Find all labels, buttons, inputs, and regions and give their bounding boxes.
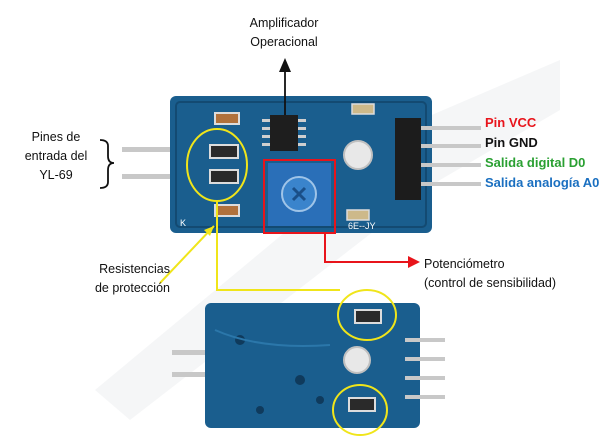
led-2 (346, 209, 370, 221)
smd-resistor-1 (209, 144, 239, 159)
mounting-hole-top (343, 140, 373, 170)
smd-component-top-left (214, 112, 240, 125)
mounting-hole-bottom (343, 346, 371, 374)
resistors-label-line-1: Resistencias (99, 262, 170, 276)
pin-label-vcc: Pin VCC (485, 115, 537, 130)
potentiometer-arrow-line (324, 233, 410, 263)
input-pins-label-line-3: YL-69 (39, 168, 73, 182)
amplifier-label-line-1: Amplificador (249, 16, 319, 30)
board-corner-mark: K (180, 218, 186, 228)
resistors-label: Resistencias de protección (88, 260, 170, 298)
input-pins-label-line-1: Pines de (31, 130, 81, 144)
input-pins-label-line-2: entrada del (24, 149, 88, 163)
top-board: 6E--JY K (122, 96, 481, 233)
amplifier-label: Amplificador Operacional (236, 14, 332, 52)
potentiometer-arrowhead (408, 256, 420, 268)
op-amp-chip (270, 115, 298, 151)
input-pins-bracket (99, 139, 115, 189)
led-1 (351, 103, 375, 115)
pin-label-a0: Salida analogía A0 (485, 175, 600, 190)
bottom-input-pin-2 (172, 372, 212, 377)
highlight-bottom-resistor-1 (337, 289, 397, 341)
bottom-board (172, 303, 445, 428)
bottom-input-pin-1 (172, 350, 212, 355)
input-pins-label: Pines de entrada del YL-69 (14, 128, 98, 185)
potentiometer-highlight (263, 159, 336, 234)
input-pin-1 (122, 147, 190, 152)
potentiometer-label: Potenciómetro (control de sensibilidad) (424, 255, 556, 293)
pin-label-gnd: Pin GND (485, 135, 538, 150)
amplifier-label-line-2: Operacional (250, 35, 318, 49)
board-silk-text: 6E--JY (348, 221, 376, 231)
bottom-pcb (205, 303, 420, 428)
potentiometer-label-line-1: Potenciómetro (424, 257, 505, 271)
potentiometer-label-line-2: (control de sensibilidad) (424, 276, 557, 290)
pin-header-right (395, 118, 421, 200)
pin-label-d0: Salida digital D0 (485, 155, 586, 170)
smd-component-bottom-left (214, 204, 240, 217)
resistor-connector-line (216, 201, 340, 291)
smd-resistor-2 (209, 169, 239, 184)
input-pin-2 (122, 174, 190, 179)
bottom-resistor-1 (354, 309, 382, 324)
resistors-label-line-2: de protección (94, 281, 170, 295)
bottom-header (386, 330, 406, 410)
resistor-arrow (159, 225, 215, 284)
amplifier-arrowhead (279, 58, 291, 72)
bottom-resistor-2 (348, 397, 376, 412)
highlight-bottom-resistor-2 (332, 384, 388, 436)
